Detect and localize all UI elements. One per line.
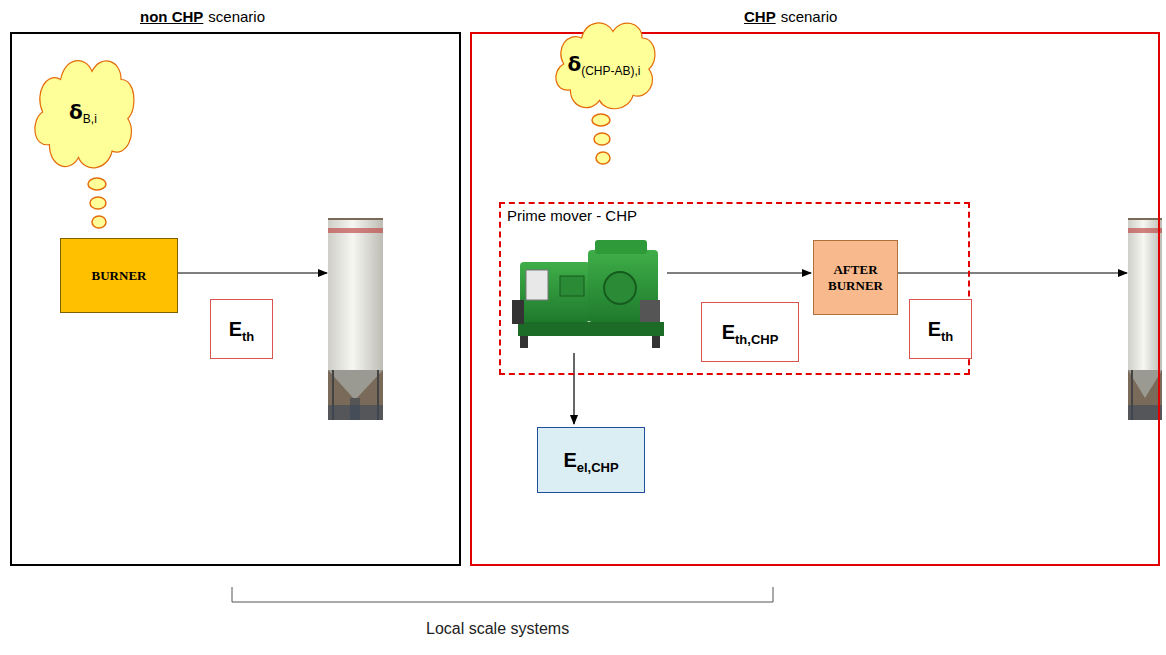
silo-picture — [328, 218, 383, 420]
flow-arrow — [176, 273, 1127, 424]
energy-subscript: el,CHP — [577, 460, 619, 475]
energy-subscript: th,CHP — [735, 332, 778, 347]
silo-picture — [1128, 218, 1162, 420]
thought-cloud: δ(CHP-AB),i — [548, 12, 660, 116]
prime-mover-group: Prime mover - CHP Eth,CHP AFTER BURNER — [499, 202, 970, 375]
box-label: BURNER — [92, 268, 147, 284]
delta-symbol: δ — [69, 100, 83, 124]
caption-label: Local scale systems — [426, 620, 569, 638]
energy-symbol: E — [563, 449, 576, 471]
scenario-name: CHP — [744, 8, 776, 25]
scenario-frame: non CHPscenarioδB,iBURNEREth — [10, 32, 461, 566]
energy-symbol: E — [928, 318, 941, 340]
energy-box: Eth,CHP — [701, 302, 799, 362]
bracket — [232, 587, 773, 602]
energy-subscript: th — [242, 329, 254, 344]
box-label: AFTER BURNER — [820, 262, 891, 294]
delta-subscript: (CHP-AB),i — [581, 64, 640, 78]
scenario-name: non CHP — [140, 8, 203, 25]
energy-box: Eth — [210, 299, 273, 359]
scenario-word: scenario — [781, 8, 838, 25]
afterburner-box: AFTER BURNER — [813, 240, 898, 315]
energy-symbol: E — [722, 321, 735, 343]
delta-subscript: B,i — [83, 112, 97, 126]
thought-cloud: δB,i — [27, 47, 139, 177]
energy-symbol: E — [229, 318, 242, 340]
chp-engine-picture — [512, 240, 664, 348]
energy-box: Eel,CHP — [537, 427, 645, 493]
burner-box: BURNER — [60, 238, 178, 313]
scenario-word: scenario — [208, 8, 265, 25]
delta-symbol: δ — [567, 52, 581, 76]
scenario-frame: CHPscenarioδ(CHP-AB),iPrime mover - CHPE… — [470, 32, 1160, 566]
energy-box: Eth — [909, 299, 972, 359]
group-title: Prime mover - CHP — [507, 207, 637, 224]
energy-subscript: th — [941, 329, 953, 344]
